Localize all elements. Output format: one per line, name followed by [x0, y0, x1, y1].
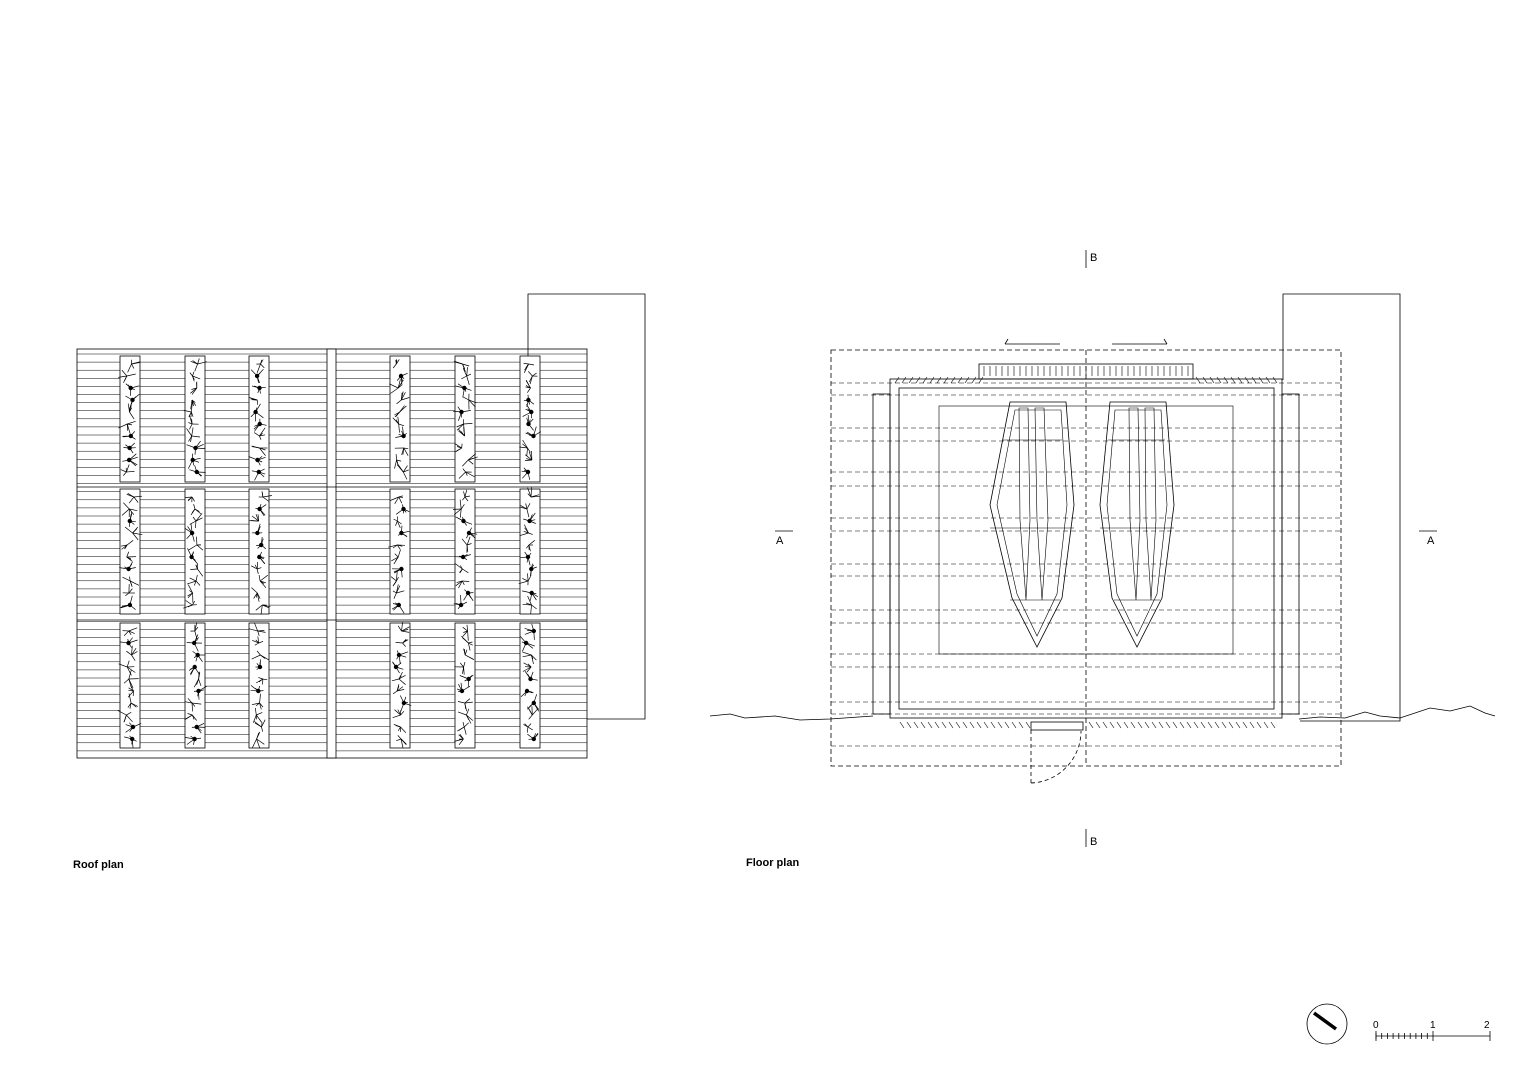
planter-box: [117, 622, 142, 749]
roof-extension-outline: [527, 293, 646, 720]
north-bench: [978, 363, 1194, 380]
floor-interior: [898, 387, 1275, 710]
north-louvers: [894, 366, 1278, 384]
scale-label-0: 0: [1373, 1020, 1379, 1031]
planter-box: [248, 355, 270, 483]
planter-box: [519, 622, 541, 749]
roof-overhang-dashed: [830, 349, 1342, 767]
door-swing-arc: [1030, 730, 1082, 784]
section-a-left-label: A: [776, 535, 784, 547]
boat-left: [989, 401, 1075, 648]
planter-box: [389, 355, 411, 483]
planter-box: [454, 622, 476, 749]
window-tick-left: [1004, 338, 1009, 345]
planter-box: [453, 488, 478, 615]
planter-box: [248, 488, 272, 615]
roof-center-gutter: [326, 348, 337, 759]
roof-planters: [117, 355, 542, 749]
scale-label-1: 1: [1430, 1020, 1436, 1031]
section-a-right-label: A: [1427, 535, 1435, 547]
planter-box: [183, 488, 206, 615]
scale-label-2: 2: [1484, 1020, 1490, 1031]
west-wall: [872, 393, 891, 715]
dashed-roof-beams: [831, 382, 1341, 747]
planter-box: [183, 355, 207, 483]
planter-box: [452, 355, 478, 483]
boat-right: [1099, 401, 1175, 648]
section-b-bottom-label: B: [1090, 836, 1097, 848]
planter-box: [389, 622, 412, 749]
planter-box: [184, 622, 207, 749]
roof-plan-title: Roof plan: [73, 859, 124, 871]
planter-box: [518, 487, 541, 615]
window-tick-right: [1163, 338, 1168, 345]
planter-box: [388, 488, 411, 615]
planter-box: [118, 355, 141, 483]
floor-plan-title: Floor plan: [746, 857, 799, 869]
south-louvers: [899, 721, 1276, 729]
north-arrow-icon: [1306, 1003, 1348, 1045]
planter-box: [519, 355, 542, 483]
planter-box: [248, 622, 270, 749]
floor-extension-outline: [1282, 293, 1401, 722]
entrance-step: [1030, 721, 1084, 731]
floor-plan-drawing: [709, 250, 1496, 847]
planter-box: [119, 488, 143, 615]
pool-rug-outline: [938, 405, 1234, 655]
section-b-top-label: B: [1090, 252, 1097, 264]
scale-bar: [1375, 1031, 1491, 1041]
east-wall: [1281, 393, 1300, 715]
roof-plan-drawing: [76, 293, 646, 759]
